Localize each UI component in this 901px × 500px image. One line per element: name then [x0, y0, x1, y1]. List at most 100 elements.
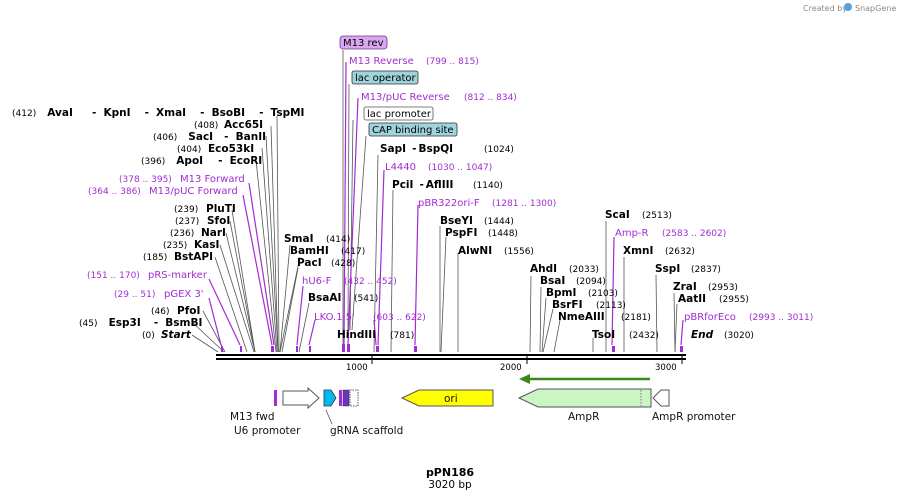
hindiii-pos: (781): [390, 331, 414, 341]
pgex-pos: (29 .. 51): [114, 290, 155, 300]
badge-lac-promoter: lac promoter: [363, 106, 434, 121]
ampr-promoter-label: AmpR promoter: [652, 411, 736, 423]
m13-reverse-name: M13 Reverse: [349, 56, 414, 67]
aatii-pos: (2955): [719, 295, 749, 305]
bsaai-pos: (541): [354, 294, 378, 304]
kasi-pos: (235): [163, 241, 187, 251]
start-name: Start: [161, 329, 192, 341]
bamhi-pos: (417): [341, 247, 365, 257]
l4440-name: L4440: [385, 162, 416, 173]
hu6f-name: hU6-F: [302, 276, 332, 287]
paci-name: PacI: [297, 257, 322, 269]
row-esp3i-group: (45) Esp3I - BsmBI: [79, 311, 202, 330]
m13-puc-forward-pos: (364 .. 386): [88, 187, 141, 197]
l4440-pos: (1030 .. 1047): [428, 163, 492, 173]
hindiii-name: HindIII: [337, 329, 376, 341]
ampr-orf-arrow-icon: [519, 374, 650, 384]
tick-3000: 3000: [655, 363, 677, 373]
lko-name: LKO.1 5': [314, 312, 355, 323]
prs-marker-pos: (151 .. 170): [87, 271, 140, 281]
bpmi-name: BpmI: [546, 287, 576, 299]
xmni-pos: (2632): [665, 247, 695, 257]
svg-text:M13 rev: M13 rev: [343, 38, 384, 49]
sspi-name: SspI: [655, 263, 680, 275]
scai-pos: (2513): [642, 211, 672, 221]
m13-puc-forward-name: M13/pUC Forward: [149, 186, 238, 197]
ori-label: ori: [444, 393, 458, 405]
pgex-name: pGEX 3': [164, 289, 204, 300]
row-saci-group: (406) SacI - BanII: [153, 125, 266, 144]
sfoi-name: SfoI: [207, 215, 230, 227]
nmeaiii-name: NmeAIII: [558, 311, 605, 323]
bpmi-pos: (2103): [588, 289, 618, 299]
feature-u6-promoter-icon: [282, 386, 320, 410]
pcii-pos: (1140): [473, 181, 503, 191]
sfoi-pos: (237): [175, 217, 199, 227]
scale-ticks: [371, 356, 683, 364]
m13-forward-name: M13 Forward: [180, 174, 245, 185]
map-length: 3020 bp: [428, 479, 472, 491]
badge-m13-rev: M13 rev: [339, 35, 388, 50]
paci-pos: (428): [331, 259, 355, 269]
acc65i-pos: (408): [194, 121, 218, 131]
end-name: End: [691, 329, 714, 341]
eco53ki-name: Eco53kI: [208, 143, 254, 155]
start-pos: (0): [142, 331, 155, 341]
smai-name: SmaI: [284, 233, 314, 245]
svg-text:lac operator: lac operator: [355, 73, 416, 84]
ampr-label: AmpR: [568, 411, 599, 423]
pbr322ori-pos: (1281 .. 1300): [492, 199, 556, 209]
credit-created-by: Created by: [803, 4, 847, 13]
pfoi-pos: (46): [151, 307, 169, 317]
nmeaiii-pos: (2181): [621, 313, 651, 323]
primer-leader-lines: [208, 61, 684, 346]
leader-lines: [191, 50, 678, 353]
smai-pos: (414): [326, 235, 350, 245]
tick-1000: 1000: [346, 363, 368, 373]
ahdi-pos: (2033): [569, 265, 599, 275]
alwni-name: AlwNI: [458, 245, 492, 257]
prs-marker-name: pRS-marker: [148, 270, 208, 281]
ampr-primer-name: Amp-R: [615, 228, 649, 239]
pspfi-pos: (1448): [488, 229, 518, 239]
ampr-primer-pos: (2583 .. 2602): [662, 229, 726, 239]
zrai-pos: (2953): [708, 283, 738, 293]
bsai-name: BsaI: [540, 275, 565, 287]
svg-text:CAP binding site: CAP binding site: [372, 125, 454, 136]
row-avai-group: (412) AvaI - KpnI - XmaI - BsoBI - TspMI: [12, 101, 304, 120]
bsai-pos: (2094): [576, 277, 606, 287]
map-name: pPN186: [426, 466, 474, 479]
nari-name: NarI: [201, 227, 226, 239]
m13-reverse-pos: (799 .. 815): [426, 57, 479, 67]
grna-scaffold-label: gRNA scaffold: [330, 425, 403, 437]
xmni-name: XmnI: [623, 245, 653, 257]
feature-m13-fwd-icon: [274, 390, 277, 406]
pfoi-name: PfoI: [177, 305, 200, 317]
scai-name: ScaI: [605, 209, 630, 221]
m13-puc-reverse-pos: (812 .. 834): [464, 93, 517, 103]
sequence-backbone: [216, 354, 686, 360]
acc65i-name: Acc65I: [224, 119, 263, 131]
credit-brand: SnapGene: [855, 4, 896, 13]
badge-lac-operator: lac operator: [351, 70, 419, 85]
tsoi-pos: (2432): [629, 331, 659, 341]
sspi-pos: (2837): [691, 265, 721, 275]
m13-puc-reverse-name: M13/pUC Reverse: [361, 92, 450, 103]
primer-ticks: [221, 344, 683, 352]
feature-cassette-icon: [323, 389, 359, 407]
lko-pos: (603 .. 622): [373, 313, 426, 323]
badge-cap-binding-site: CAP binding site: [368, 122, 458, 137]
feature-ori-icon: [400, 389, 494, 407]
u6-promoter-label: U6 promoter: [234, 425, 301, 437]
bsaai-name: BsaAI: [308, 292, 341, 304]
pbrforeco-pos: (2993 .. 3011): [749, 313, 813, 323]
end-pos: (3020): [724, 331, 754, 341]
pcii-label: PciI-AflIII: [392, 179, 453, 191]
pspfi-name: PspFI: [445, 227, 477, 239]
zrai-name: ZraI: [673, 281, 697, 293]
feature-ampr-icon: [517, 388, 652, 408]
sapi-label: SapI-BspQI: [380, 143, 453, 155]
kasi-name: KasI: [194, 239, 219, 251]
snapgene-logo-icon: [844, 3, 852, 11]
m13-fwd-label: M13 fwd: [230, 411, 275, 423]
